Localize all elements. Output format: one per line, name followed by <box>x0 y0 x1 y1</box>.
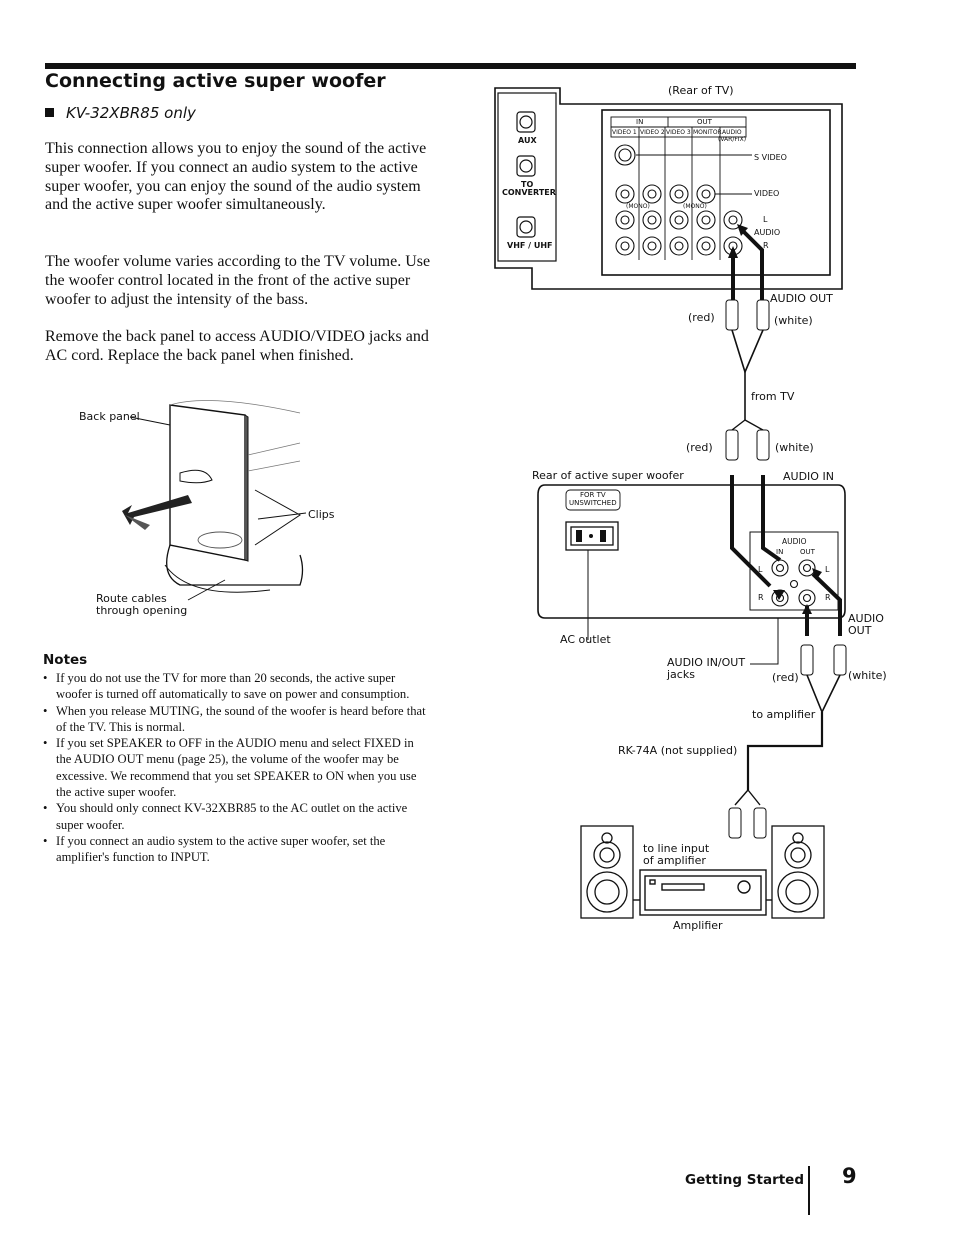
red-label: (red) <box>688 311 715 324</box>
square-bullet-icon <box>45 108 54 117</box>
model-note: KV-32XBR85 only <box>45 104 196 122</box>
notes-list: If you do not use the TV for more than 2… <box>43 670 428 866</box>
route-cables-label: Route cables <box>96 592 167 605</box>
back-panel-paragraph: Remove the back panel to access AUDIO/VI… <box>45 328 429 364</box>
from-tv-label: from TV <box>751 390 795 403</box>
header-rule <box>45 63 856 69</box>
volume-paragraph: The woofer volume varies according to th… <box>45 253 431 308</box>
jack-monitor-label: MONITOR <box>693 129 722 136</box>
s-video-label: S VIDEO <box>754 153 787 162</box>
woofer-l-label-2: L <box>825 565 830 574</box>
woofer-r-label: R <box>758 593 764 602</box>
jack-video3-label: VIDEO 3 <box>666 129 691 136</box>
to-line-input-label-2: of amplifier <box>643 854 706 867</box>
audio-label: AUDIO <box>754 228 781 237</box>
vhf-uhf-label: VHF / UHF <box>507 241 553 250</box>
back-panel-label: Back panel <box>79 410 140 423</box>
back-panel-illustration <box>122 400 307 601</box>
jack-var-fix-label: (VAR/FIX) <box>718 136 747 143</box>
note-item: If you do not use the TV for more than 2… <box>43 670 428 703</box>
footer-divider <box>808 1166 810 1215</box>
audio-out-label: AUDIO OUT <box>770 292 833 305</box>
intro-paragraph: This connection allows you to enjoy the … <box>45 140 427 214</box>
note-item: When you release MUTING, the sound of th… <box>43 703 428 736</box>
amplifier-label: Amplifier <box>673 919 723 932</box>
to-amplifier-label: to amplifier <box>752 708 816 721</box>
page-number: 9 <box>842 1164 857 1188</box>
jack-out-label: OUT <box>697 118 712 126</box>
jack-video1-label: VIDEO 1 <box>612 129 637 136</box>
note-item: If you set SPEAKER to OFF in the AUDIO m… <box>43 735 428 800</box>
woofer-in-label: IN <box>776 548 784 556</box>
to-converter-label: TO <box>521 180 534 189</box>
audio-inout-jacks-label-2: jacks <box>667 668 695 681</box>
woofer-l-label: L <box>758 565 763 574</box>
audio-out-right-label: AUDIO <box>848 612 884 625</box>
for-tv-label: FOR TV <box>580 491 606 499</box>
rear-of-tv-label: (Rear of TV) <box>668 84 734 97</box>
aux-label: AUX <box>518 136 537 145</box>
jack-audio-label: AUDIO <box>722 129 742 136</box>
woofer-r-label-2: R <box>825 593 831 602</box>
to-converter-label-2: CONVERTER <box>502 188 556 197</box>
mono-label-2: (MONO) <box>683 203 707 210</box>
footer-section: Getting Started <box>685 1172 804 1188</box>
note-item: You should only connect KV-32XBR85 to th… <box>43 800 428 833</box>
woofer-out-label: OUT <box>800 548 815 556</box>
woofer-audio-label: AUDIO <box>782 537 807 546</box>
white-label-3: (white) <box>848 669 887 682</box>
page-title: Connecting active super woofer <box>45 70 386 92</box>
unswitched-label: UNSWITCHED <box>569 499 617 507</box>
audio-out-right-label-2: OUT <box>848 624 872 637</box>
red-label-3: (red) <box>772 671 799 684</box>
r-label: R <box>763 241 769 250</box>
l-label: L <box>763 215 768 224</box>
rear-woofer-label: Rear of active super woofer <box>532 469 684 482</box>
audio-inout-jacks-label: AUDIO IN/OUT <box>667 656 746 669</box>
model-note-text: KV-32XBR85 only <box>66 104 196 122</box>
white-label: (white) <box>774 314 813 327</box>
red-label-2: (red) <box>686 441 713 454</box>
audio-in-label: AUDIO IN <box>783 470 834 483</box>
video-label: VIDEO <box>754 189 780 198</box>
notes-title: Notes <box>43 652 88 668</box>
rk74a-label: RK-74A (not supplied) <box>618 744 738 757</box>
route-cables-label-2: through opening <box>96 604 188 617</box>
white-label-2: (white) <box>775 441 814 454</box>
jack-in-label: IN <box>636 118 644 126</box>
clips-label: Clips <box>308 508 335 521</box>
ac-outlet-label: AC outlet <box>560 633 611 646</box>
jack-video2-label: VIDEO 2 <box>640 129 665 136</box>
mono-label: (MONO) <box>626 203 650 210</box>
note-item: If you connect an audio system to the ac… <box>43 833 428 866</box>
to-line-input-label: to line input <box>643 842 710 855</box>
